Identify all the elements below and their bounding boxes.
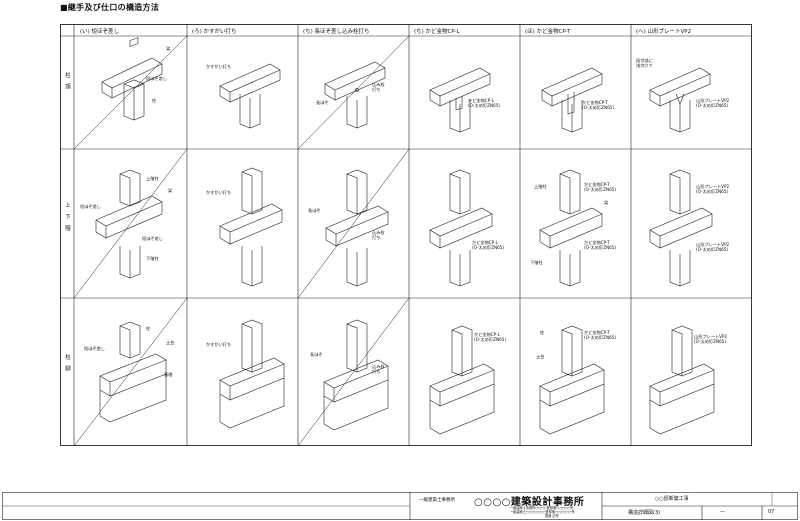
- note: かど金物CP-L (O-太め釘ZN65): [474, 332, 507, 342]
- note: かすがい打ち: [206, 190, 232, 195]
- note: 土台: [166, 340, 175, 345]
- note: かど金物CP-T (O-太め釘ZN65): [584, 182, 617, 192]
- drawing-r1c5: [541, 67, 603, 133]
- note: 上階柱: [534, 184, 547, 189]
- office-type: 一級建築士事務所: [419, 498, 455, 503]
- drawing-r1c1: [101, 37, 163, 121]
- note: 柱: [152, 98, 157, 103]
- row-label-1: 柱頭: [64, 72, 70, 95]
- note: 込み栓 打ち: [372, 364, 385, 374]
- drawing-r2c5: [539, 169, 603, 287]
- drawing-name: 構造詳細図(3): [628, 510, 661, 516]
- drawing-r2c3: [325, 169, 389, 287]
- note: かすがい打ち: [206, 342, 232, 347]
- joint-table: (い) 短ほぞ差し (ろ) かすがい打ち (ち) 長ほぞ差し込み栓打ち (ち) …: [60, 24, 752, 446]
- column-header-6: (へ) 山形プレートVP2: [636, 29, 692, 35]
- column-header-1: (い) 短ほぞ差し: [80, 29, 120, 35]
- note: 下階柱: [146, 256, 159, 261]
- column-header-3: (ち) 長ほぞ差し込み栓打ち: [303, 29, 370, 35]
- drawing-r3c6: [649, 325, 715, 435]
- note: かど金物CP-L (O-太め釘ZN65): [468, 98, 501, 108]
- note: かすがい打ち: [206, 64, 232, 69]
- note: かど金物CP-T (O-太め釘ZN65): [584, 240, 617, 250]
- note: 下階柱: [530, 260, 543, 265]
- drawing-r2c6: [649, 169, 713, 287]
- note: 柱: [540, 330, 545, 335]
- table-lines: [60, 24, 752, 446]
- note: 梁: [604, 200, 609, 205]
- company-registration-1: 一級建築士事務所○○○○登録第○○○○○号: [510, 506, 574, 510]
- drawing-r1c3: [324, 61, 386, 129]
- drawing-r3c4: [429, 325, 495, 435]
- project-name: ○○邸新築工事: [655, 496, 689, 502]
- column-header-4: (ち) かど金物CP-L: [414, 29, 460, 35]
- title-block-frame: [2, 492, 798, 520]
- sheet-number: 07: [768, 509, 775, 515]
- note: 込み栓 打ち: [372, 82, 385, 92]
- note: 長ほぞ: [310, 352, 323, 357]
- drawing-r3c5: [539, 325, 605, 435]
- note: 梁: [168, 188, 173, 193]
- drawing-r3c1: [99, 321, 167, 423]
- row-label-2: 上下階: [64, 202, 70, 237]
- drawing-r1c2: [219, 63, 281, 129]
- scale: —: [720, 509, 725, 515]
- note: 基礎: [164, 372, 173, 377]
- note: 柱: [146, 326, 151, 331]
- company-registration-2: 一級建築士○○○○○○○登録第○○○○○○号: [510, 510, 575, 514]
- note: 短ほぞ差し: [84, 346, 105, 351]
- note: かど金物CP-T (O-太め釘ZN65): [584, 330, 617, 340]
- drawing-r3c3: [323, 319, 389, 431]
- note: 山形プレートVP2 (O-太め釘ZN65): [696, 242, 730, 252]
- drawing-r2c1: [95, 169, 163, 279]
- page-title: ■継手及び仕口の構造方法: [60, 3, 160, 12]
- drawing-r3c2: [219, 319, 285, 429]
- note: 込み栓 打ち: [372, 230, 385, 240]
- company-registration-3: 図面 記号: [545, 514, 559, 518]
- drawing-r1c4: [429, 67, 491, 133]
- note: 土台: [536, 354, 545, 359]
- note: 上階柱: [146, 176, 159, 181]
- note: かど金物CP-L (O-太め釘ZN65): [472, 240, 505, 250]
- drawing-r2c4: [429, 169, 493, 287]
- note: かど金物CP-T (O-太め釘ZN65): [582, 100, 615, 110]
- company-name: ○○○○建築設計事務所: [474, 497, 585, 508]
- note: 山形プレートVP2 (O-太め釘ZN65): [696, 184, 730, 194]
- column-header-2: (ろ) かすがい打ち: [192, 29, 237, 35]
- row-label-3: 柱脚: [64, 354, 70, 377]
- note: 短ほぞ差し: [80, 204, 101, 209]
- note: 山形プレートVP2 (O-太め釘ZN65): [696, 98, 730, 108]
- note: 長ほぞ: [308, 208, 321, 213]
- note: 梁: [166, 46, 171, 51]
- drawing-r1c6: [649, 67, 711, 133]
- note: 山形プレートVP2 (O-太め釘ZN65): [694, 334, 728, 344]
- note: 短ほぞ差し: [146, 76, 167, 81]
- drawing-r2c2: [219, 167, 283, 287]
- note: 長ほぞ: [316, 100, 329, 105]
- note: 短ほぞ差し: [142, 236, 163, 241]
- note: 段付部に 浅付けて: [636, 58, 653, 68]
- column-header-5: (ほ) かど金物CP-T: [525, 29, 571, 35]
